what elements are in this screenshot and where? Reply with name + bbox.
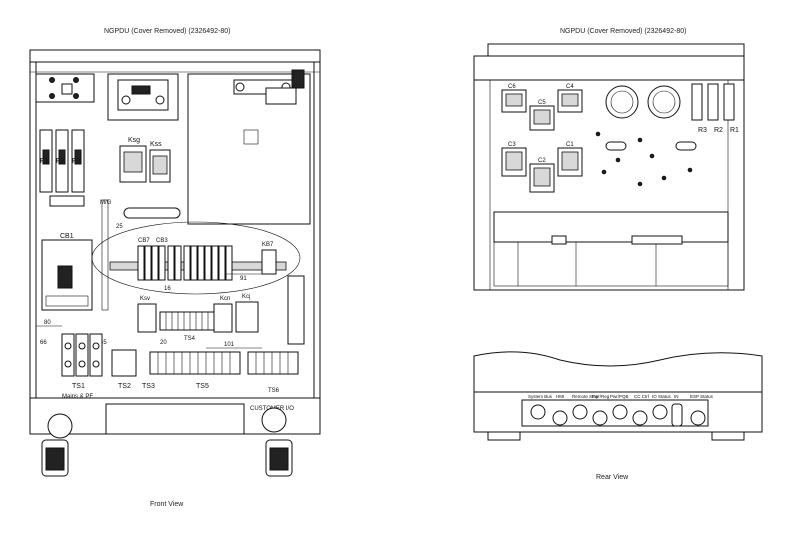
resistor-r1 [723,83,735,121]
label-cb3: CB3 [156,238,168,244]
label-kss: Kss [150,141,162,148]
label-ts5: TS5 [196,383,209,390]
terminal-block-row [137,245,233,281]
connector-remote-stop [572,404,588,420]
dim-25: 25 [116,224,123,230]
capacitor-c6 [501,89,527,113]
label-f2: F2 [56,158,64,165]
terminal-ts4 [159,311,215,331]
label-c3: C3 [508,142,516,148]
dim-66: 66 [40,340,47,346]
round-capacitor-right [647,85,681,119]
relay-kcn [213,303,233,333]
label-kcj: Kcj [242,294,250,300]
connector-esp-status [690,410,706,426]
label-mg: M/G [100,200,112,206]
fuse-block [39,129,85,193]
connector-label-7: IN [674,394,679,399]
capacitor-c3 [501,147,527,177]
connector-label-2: Remote Stop [572,394,599,399]
round-capacitor-left [605,85,639,119]
connector-label-5: CC Ctrl [634,394,649,399]
label-ts1: TS1 [72,383,85,390]
resistor-r2 [707,83,719,121]
capacitor-c4 [557,89,583,113]
label-c4: C4 [566,84,574,90]
label-c6: C6 [508,84,516,90]
label-kcn: Kcn [220,296,230,302]
terminal-ts2 [111,349,137,377]
label-r3: R3 [698,127,707,134]
rear-view-title: NGPDU (Cover Removed) (2326492-80) [560,28,687,35]
label-ksg: Ksg [128,137,140,144]
connector-system-bus [530,404,546,420]
label-ts2: TS2 [118,383,131,390]
front-view-title: NGPDU (Cover Removed) (2326492-80) [104,28,231,35]
label-ksv: Ksv [140,296,150,302]
connector-hmi [552,410,568,426]
label-ts4: TS4 [184,336,196,342]
front-upper-right-panel [187,73,311,225]
rear-connector-panel: System Bus HMI Remote Stop Pwr/Reg Pwr/P… [473,351,763,441]
capacitor-c2 [529,163,555,193]
label-kb7: KB7 [262,242,274,248]
connector-label-6: IO Status [652,394,672,399]
rear-lower-tray [493,211,729,243]
label-cb7: CB7 [138,238,150,244]
label-cb1: CB1 [60,233,74,240]
detail-callout-ellipse [91,221,301,295]
capacitor-c1 [557,147,583,177]
front-view: F1 F2 F3 Ksg Kss CB1 M/G [29,49,321,477]
label-r2: R2 [714,127,723,134]
label-c5: C5 [538,100,546,106]
connector-cc-ctrl [632,410,648,426]
connector-label-8: ESP Status [690,394,714,399]
relay-kcj [235,301,259,333]
dim-16: 16 [164,286,171,292]
resistor-r3 [691,83,703,121]
dim-20: 20 [160,340,167,346]
connector-label-4: Pwr/PQB [610,394,629,399]
capacitor-c5 [529,105,555,131]
terminal-ts6 [247,351,299,375]
rear-panel-outline [473,351,763,393]
label-c2: C2 [538,158,546,164]
dim-101: 101 [224,342,235,348]
dim-80: 80 [44,320,51,326]
relay-ksv [137,303,157,333]
front-view-caption: Front View [150,501,184,508]
connector-label-0: System Bus [528,394,553,399]
terminal-ts1 [61,333,103,377]
label-f3: F3 [72,158,80,165]
connector-pwr-pqb [612,404,628,420]
label-ts1-sub: Mains & PE [62,394,93,400]
dim-91: 91 [240,276,247,282]
connector-pwr-reg [592,410,608,426]
dim-45: 45 [100,340,107,346]
relay-kb7 [261,249,277,275]
connector-in [671,403,683,427]
label-ts3: TS3 [142,383,155,390]
terminal-ts5 [149,351,241,375]
connector-label-1: HMI [556,394,564,399]
label-f1: F1 [40,158,48,165]
connector-io-status [652,404,668,420]
rear-view-caption: Rear View [596,474,629,481]
rear-view: C6 C4 C5 C3 C1 C2 R3 R2 R1 [473,43,745,291]
label-r1: R1 [730,127,739,134]
label-c1: C1 [566,142,574,148]
connector-label-3: Pwr/Reg [592,394,610,399]
label-ts6: TS6 [268,388,280,394]
